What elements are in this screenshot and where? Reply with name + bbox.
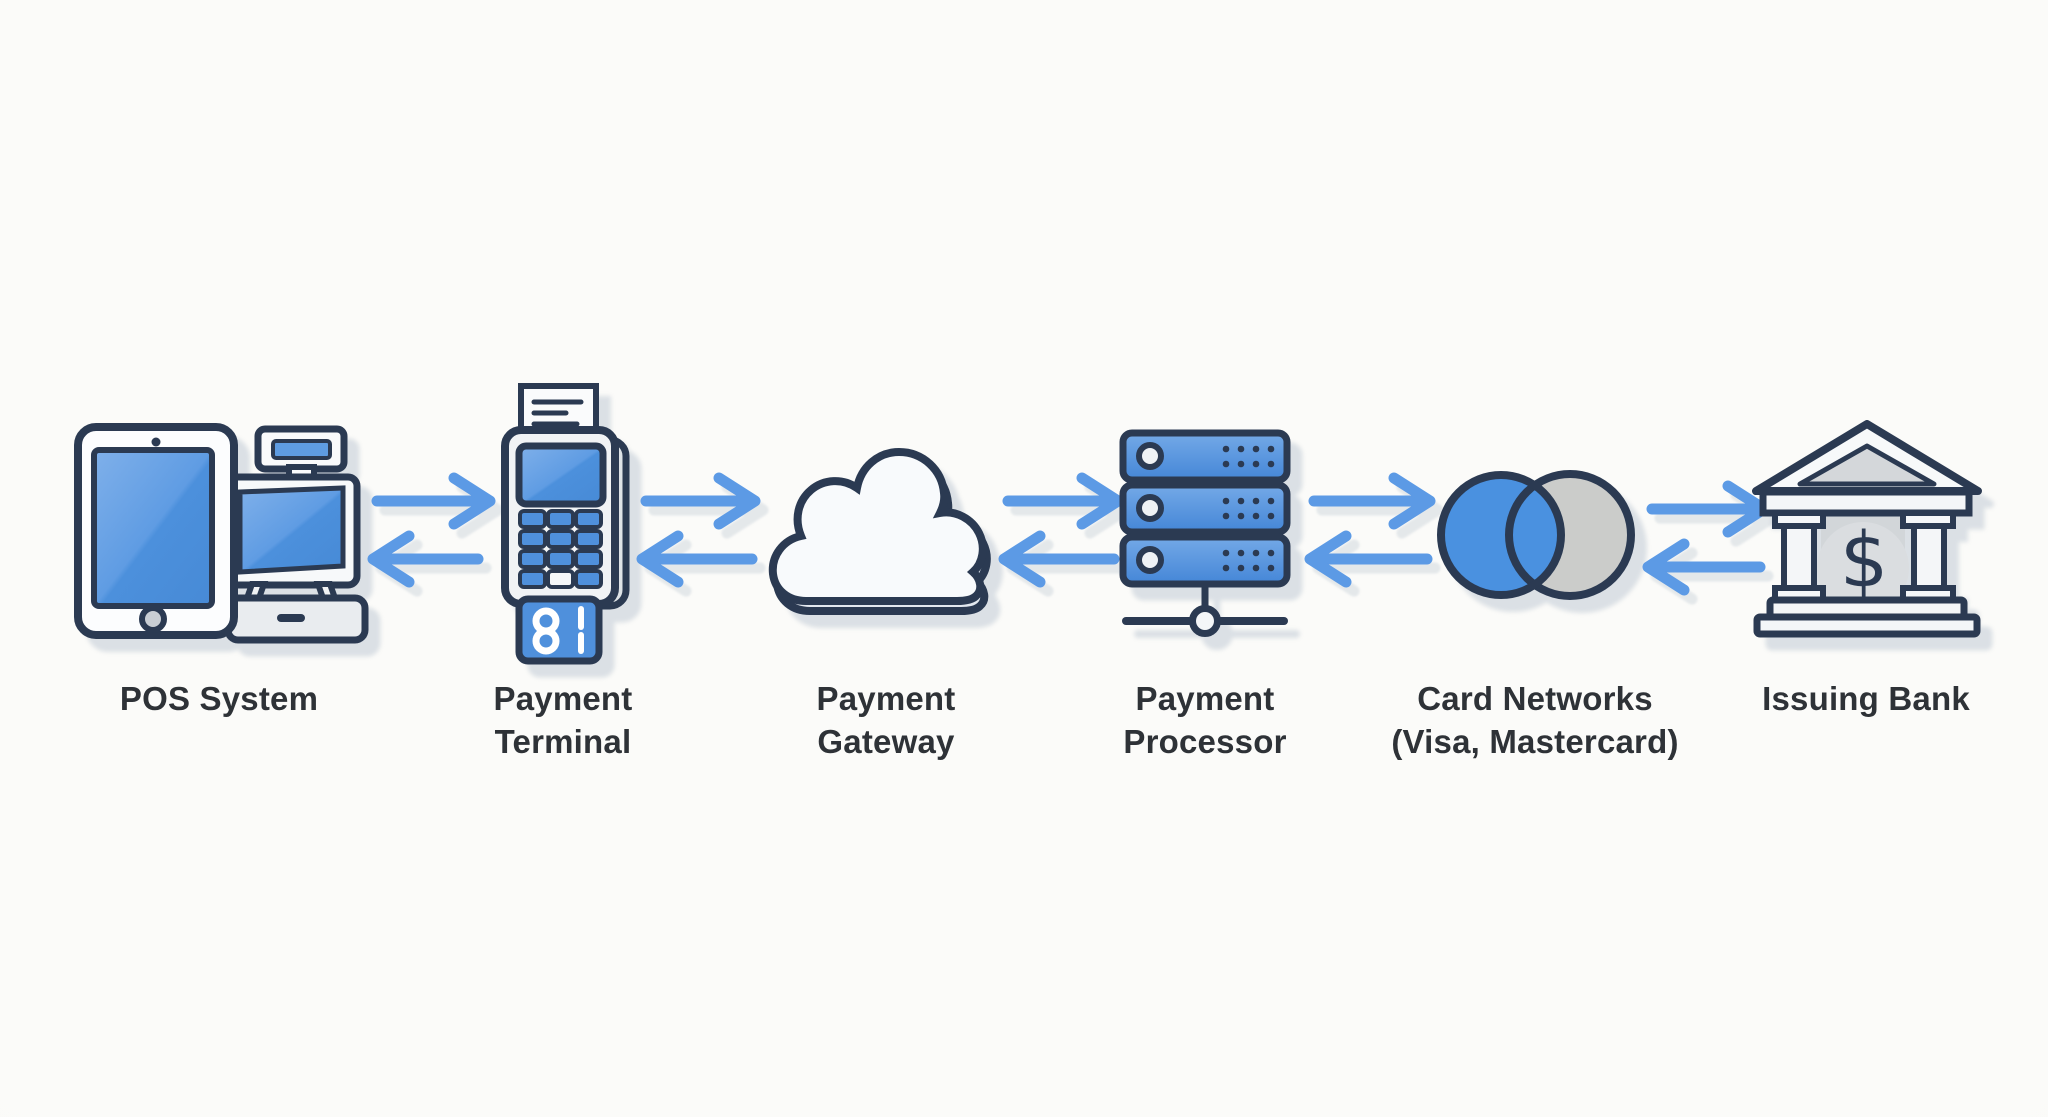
arrow-left-icon: [1304, 530, 1433, 588]
arrow-right-icon: [1646, 480, 1770, 538]
card-terminal-icon: [501, 383, 630, 665]
server-stack-icon: [1119, 429, 1291, 637]
bank-building-icon: $: [1752, 420, 1982, 638]
arrow-left-icon: [636, 530, 758, 588]
node-label-payment-terminal: Payment Terminal: [494, 677, 633, 763]
server-unit: [1119, 533, 1291, 588]
arrows-processor-to-networks: [1304, 472, 1436, 588]
tablet-and-cash-register-icon: [74, 423, 369, 644]
label-line-1: Payment: [816, 680, 956, 717]
label-line-2: Terminal: [494, 723, 632, 760]
label-line-2: Processor: [1123, 723, 1287, 760]
arrows-pos-to-terminal: [367, 472, 496, 588]
bank-column: [1772, 510, 1826, 604]
terminal-keypad: [518, 509, 603, 589]
tablet-home-button: [139, 605, 167, 633]
label-line-1: Card Networks: [1417, 680, 1653, 717]
arrow-right-icon: [640, 472, 761, 530]
dollar-sign: $: [1840, 515, 1888, 604]
arrow-right-icon: [1308, 472, 1436, 530]
arrow-left-icon: [1642, 538, 1766, 596]
tablet-camera-dot: [151, 437, 161, 447]
node-label-issuing-bank: Issuing Bank: [1762, 677, 1970, 720]
node-label-card-networks: Card Networks (Visa, Mastercard): [1391, 677, 1678, 763]
arrows-gateway-to-processor: [998, 472, 1124, 588]
node-label-pos-system: POS System: [120, 677, 318, 720]
network-node: [1189, 605, 1221, 637]
server-unit: [1119, 429, 1291, 484]
node-label-payment-gateway: Payment Gateway: [817, 677, 956, 763]
label-line-2: Gateway: [817, 723, 955, 760]
node-label-payment-processor: Payment Processor: [1123, 677, 1286, 763]
bank-column: [1900, 510, 1956, 604]
overlapping-circles-icon: [1437, 470, 1635, 600]
arrow-right-icon: [1002, 472, 1124, 530]
arrow-left-icon: [367, 530, 484, 588]
label-line-1: Issuing Bank: [1762, 680, 1970, 717]
label-line-1: Payment: [493, 680, 633, 717]
arrows-terminal-to-gateway: [636, 472, 761, 588]
arrows-networks-to-bank: [1642, 480, 1770, 596]
server-unit: [1119, 481, 1291, 536]
label-line-1: Payment: [1135, 680, 1275, 717]
blue-circle: [1441, 475, 1561, 595]
arrow-right-icon: [371, 472, 496, 530]
cloud-icon: [768, 447, 991, 615]
label-line-1: POS System: [119, 680, 319, 717]
label-line-2: (Visa, Mastercard): [1391, 723, 1679, 760]
arrow-left-icon: [998, 530, 1120, 588]
inserted-card: [515, 595, 603, 665]
